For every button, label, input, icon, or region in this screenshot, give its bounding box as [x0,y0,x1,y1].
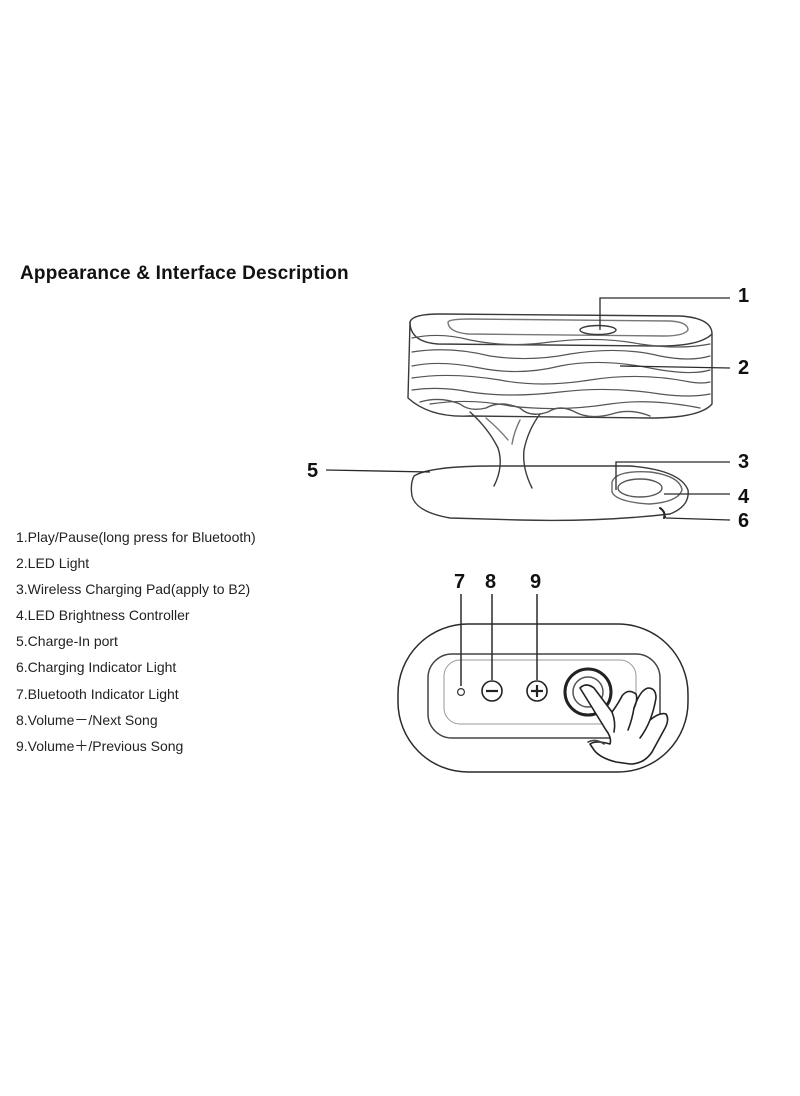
legend-item-charging-indicator-light: 6.Charging Indicator Light [16,659,177,676]
page-title: Appearance & Interface Description [20,263,349,284]
lamp-base [410,465,689,522]
leader-line-2 [619,365,731,369]
callout-4: 4 [738,486,750,508]
legend-item-play-pause: 1.Play/Pause(long press for Bluetooth) [16,529,256,545]
tree-trunk-right [522,413,541,489]
callout-8: 8 [485,571,497,593]
callout-5: 5 [307,460,319,482]
control-panel-recess [443,659,637,725]
legend-item-charge-in-port: 5.Charge-In port [16,633,118,650]
legend-item-volume-down: 8.Volume－/Next Song [16,711,158,728]
hand-illustration [579,684,669,765]
leader-line-6 [663,513,731,521]
wireless-charging-pad-shape [611,471,683,505]
callout-7: 7 [454,571,466,593]
charging-indicator-shape [659,507,666,519]
legend-item-wireless-charging-pad: 3.Wireless Charging Pad(apply to B2) [16,581,251,598]
leader-line-5 [325,469,431,473]
tree-trunk-left [469,411,501,487]
brightness-controller-shape [617,478,663,498]
callout-9: 9 [530,571,542,593]
control-panel-inner [427,653,661,739]
callout-2: 2 [738,357,750,379]
bluetooth-indicator-dot [457,687,466,696]
callout-3: 3 [738,451,750,473]
callout-6: 6 [738,510,750,532]
legend-item-volume-up: 9.Volume＋/Previous Song [16,737,184,754]
leader-line-3 [615,461,730,490]
legend-item-led-light: 2.LED Light [16,555,90,572]
legend-item-bluetooth-indicator-light: 7.Bluetooth Indicator Light [16,685,179,702]
legend-list: 1.Play/Pause(long press for Bluetooth) 2… [16,526,256,761]
leader-line-1 [599,297,730,330]
legend-item-led-brightness-controller: 4.LED Brightness Controller [16,607,190,624]
play-pause-button-shape [579,324,617,336]
tree-canopy [419,398,651,418]
lamp-shade-recess [447,318,689,337]
control-panel-outer [397,623,689,773]
lamp-shade-body [407,321,713,419]
callout-1: 1 [738,285,750,307]
